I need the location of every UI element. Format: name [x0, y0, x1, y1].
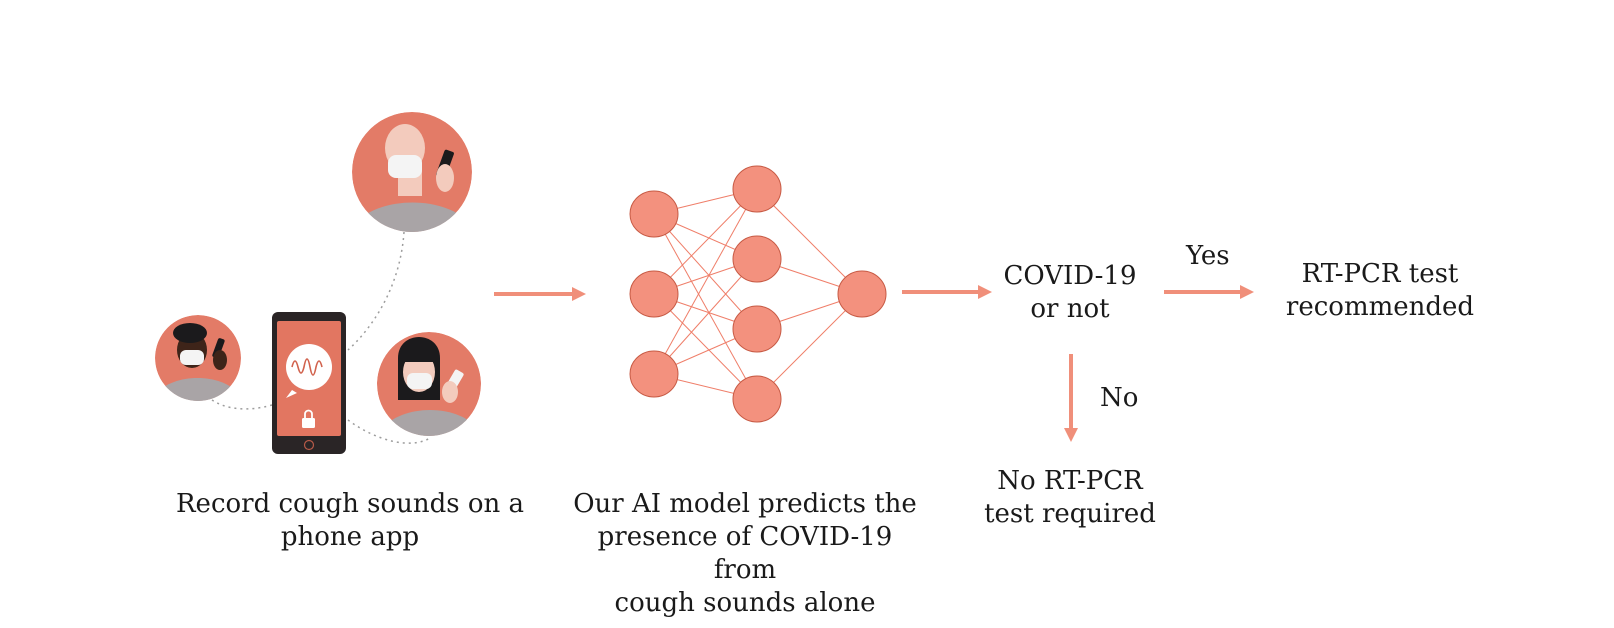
- neural-network-icon: [629, 165, 887, 423]
- nn-node-l0-1: [629, 270, 679, 318]
- arrow-no: [1064, 354, 1078, 442]
- model-caption-line-2: presence of COVID-19 from: [597, 522, 893, 585]
- nn-node-l1-2: [732, 305, 782, 353]
- arrow-yes: [1164, 285, 1254, 299]
- decision-line-1: COVID-19: [1003, 261, 1137, 291]
- model-caption-line-1: Our AI model predicts the: [573, 489, 917, 519]
- nn-edge-l0-1-0: [653, 188, 758, 295]
- nn-node-l1-0: [732, 165, 782, 213]
- dotted-connectors: [211, 231, 431, 444]
- yes-result-label: RT-PCR test recommended: [1270, 258, 1490, 324]
- nn-edge-l1-3-0: [756, 293, 863, 400]
- yes-edge-label: Yes: [1186, 241, 1230, 271]
- decision-line-2: or not: [1030, 294, 1110, 324]
- sound-wave-icon: [286, 344, 332, 398]
- nn-node-l0-2: [629, 350, 679, 398]
- nn-node-l1-3: [732, 375, 782, 423]
- person-bangs-icon: [377, 332, 481, 436]
- nn-node-l0-0: [629, 190, 679, 238]
- no-result-line-2: test required: [984, 499, 1156, 529]
- no-edge-label: No: [1100, 383, 1139, 413]
- no-result-line-1: No RT-PCR: [997, 466, 1143, 496]
- arrow-to-model: [494, 287, 586, 301]
- model-caption-line-3: cough sounds alone: [614, 588, 876, 618]
- connector-curly-to-phone: [211, 399, 273, 410]
- nn-edge-l0-0-3: [653, 213, 758, 400]
- nn-edge-l0-1-3: [653, 293, 758, 400]
- record-caption-line-2: phone app: [280, 522, 420, 552]
- nn-node-l1-1: [732, 235, 782, 283]
- yes-result-line-1: RT-PCR test: [1301, 259, 1459, 289]
- nn-node-l2-0: [837, 270, 887, 318]
- person-curly-icon: [155, 315, 241, 401]
- model-caption: Our AI model predicts the presence of CO…: [565, 488, 925, 620]
- connector-bald-to-phone: [347, 231, 405, 351]
- nn-edge-l0-0-2: [653, 213, 758, 330]
- nn-edge-l1-0-0: [756, 188, 863, 295]
- no-result-label: No RT-PCR test required: [970, 465, 1170, 531]
- record-caption-line-1: Record cough sounds on a: [175, 489, 525, 519]
- person-bald-icon: [352, 112, 472, 232]
- decision-node-label: COVID-19 or not: [990, 260, 1150, 326]
- connector-bangs-to-phone: [347, 419, 431, 444]
- phone-app-icon: [272, 312, 346, 454]
- yes-result-line-2: recommended: [1285, 292, 1475, 322]
- lock-icon: [302, 409, 315, 428]
- nn-edge-l0-2-0: [653, 188, 758, 375]
- record-caption: Record cough sounds on a phone app: [160, 488, 540, 554]
- phone-home-button: [303, 439, 315, 451]
- nn-edge-l0-2-1: [653, 258, 758, 375]
- arrow-to-decision: [902, 285, 992, 299]
